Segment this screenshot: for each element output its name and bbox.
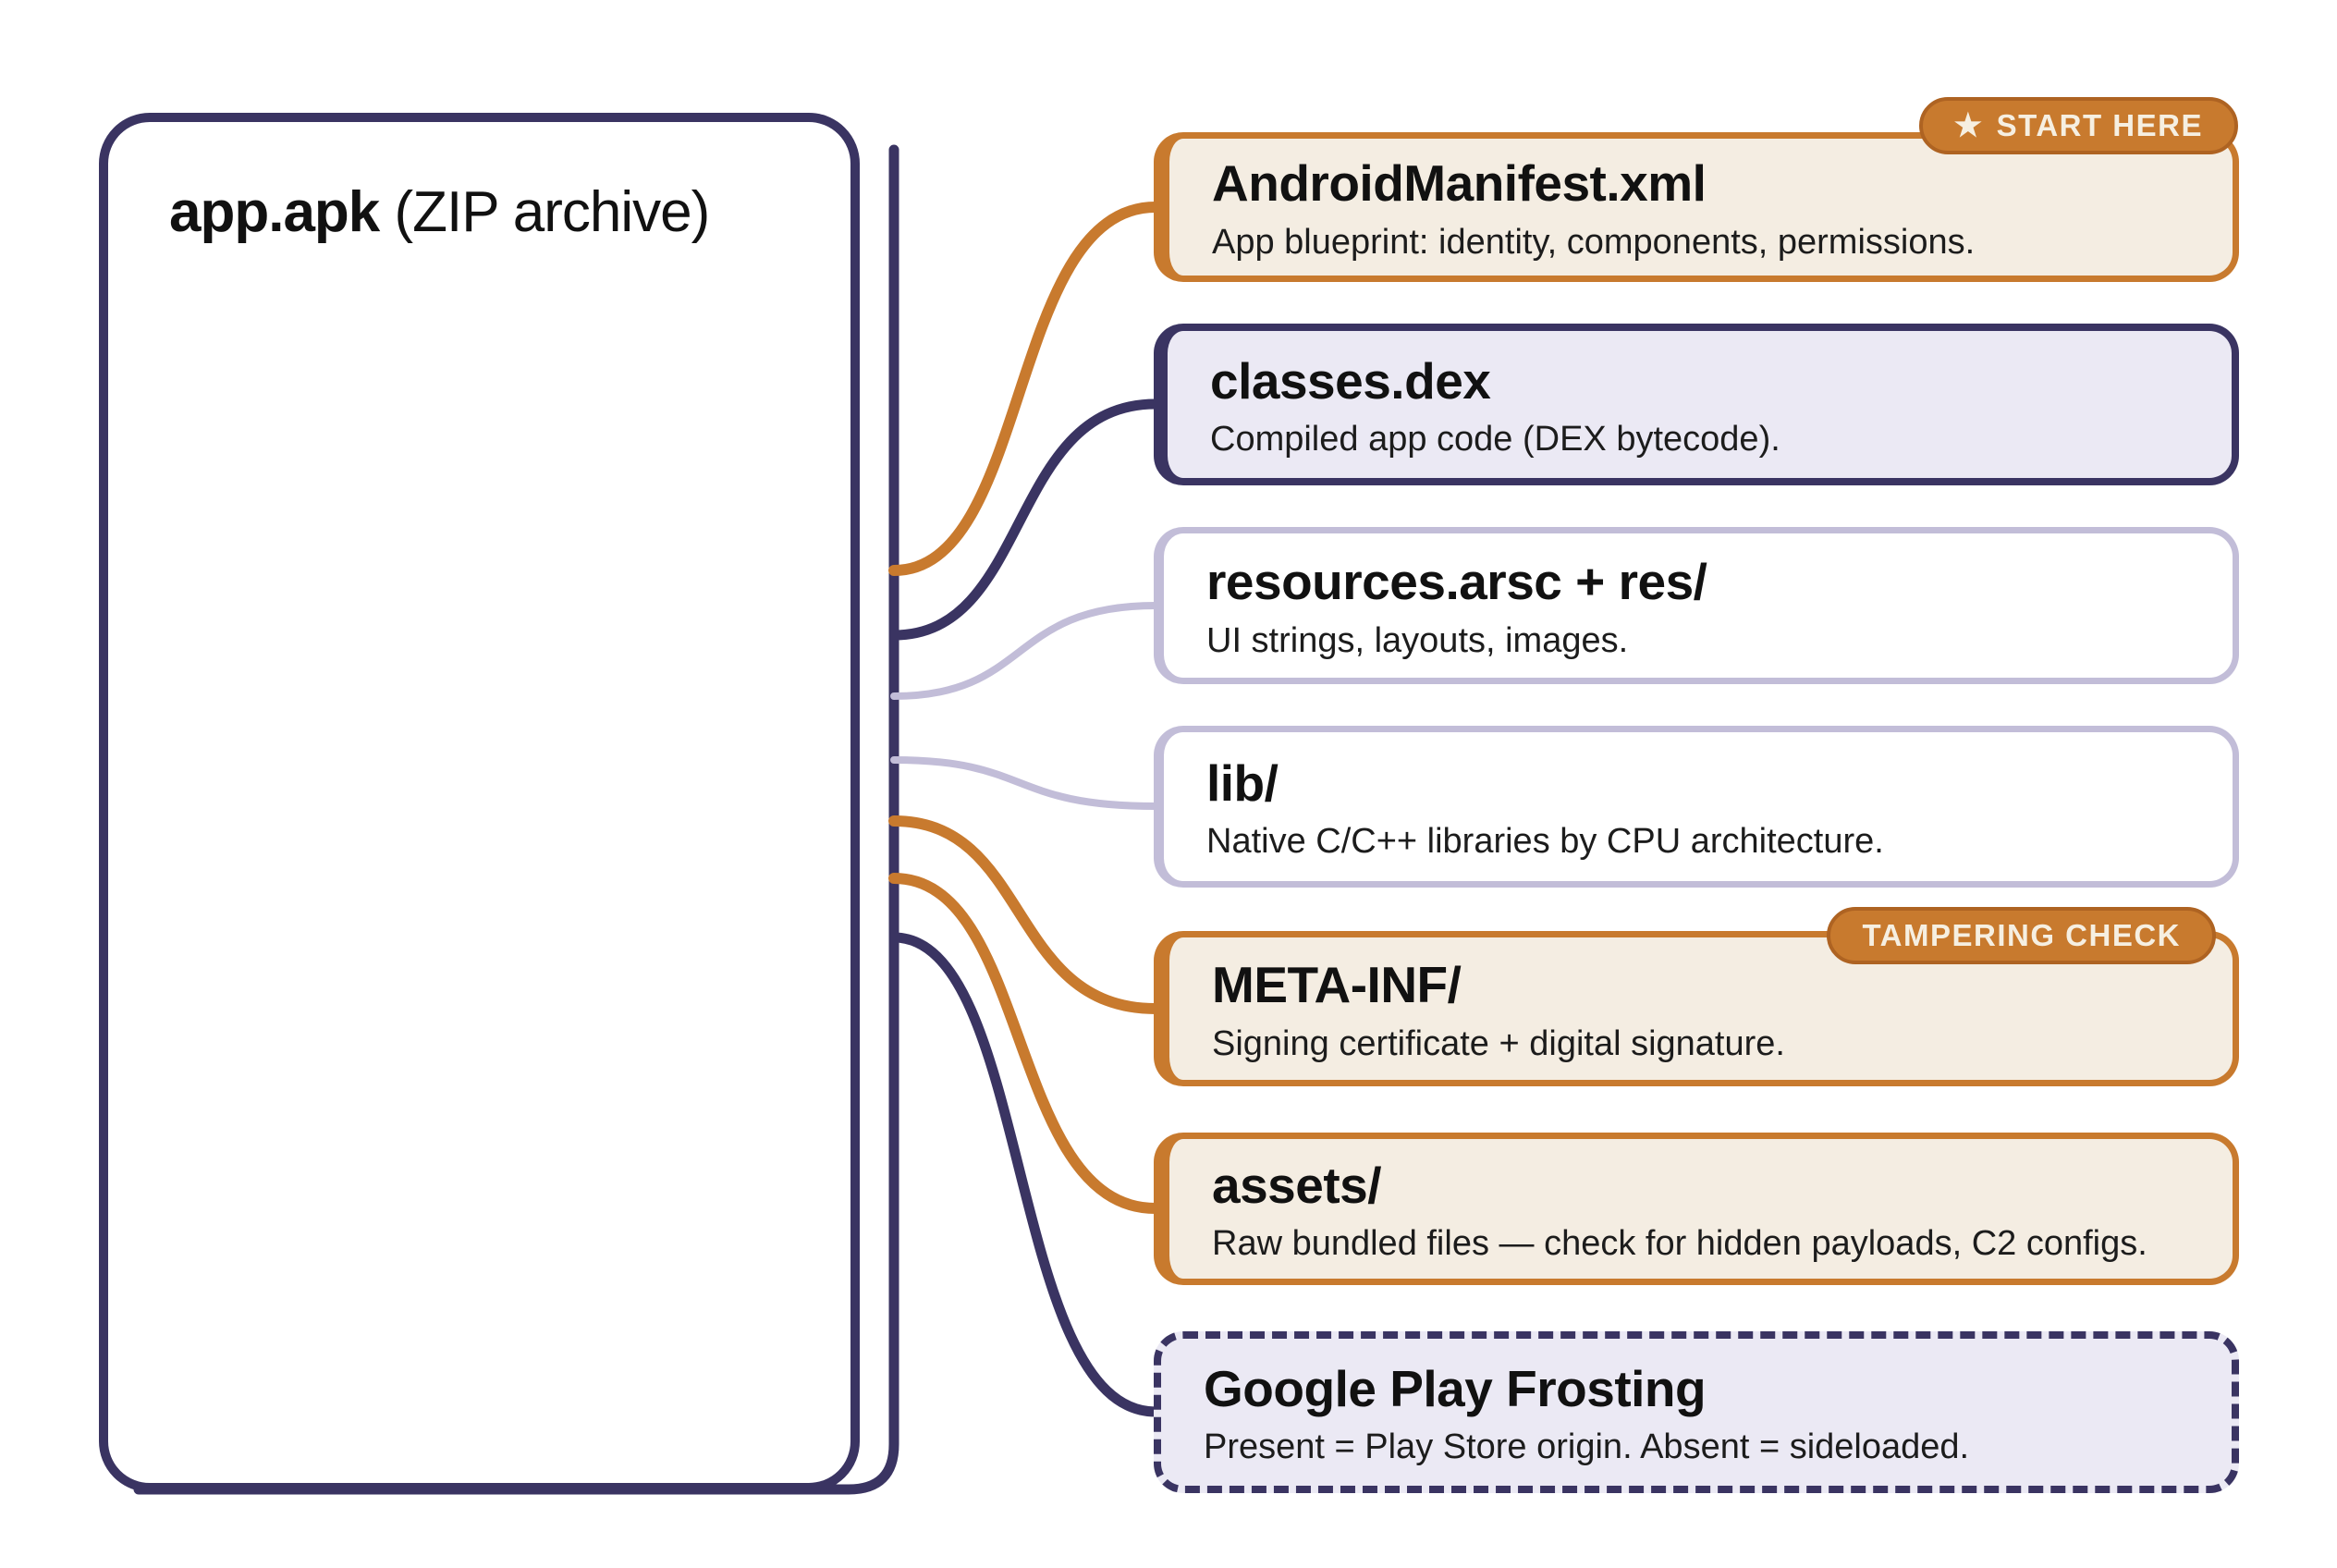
node-lib: lib/ Native C/C++ libraries by CPU archi… (1154, 726, 2239, 888)
node-description: Signing certificate + digital signature. (1212, 1023, 1785, 1063)
node-classes-dex: classes.dex Compiled app code (DEX bytec… (1154, 324, 2239, 485)
connector-resources (890, 602, 1159, 700)
badge-tampering-check-label: TAMPERING CHECK (1862, 918, 2181, 952)
apk-archive-box: app.apk (ZIP archive) (99, 113, 860, 1492)
node-resources: resources.arsc + res/ UI strings, layout… (1154, 527, 2239, 684)
node-description: App blueprint: identity, components, per… (1212, 222, 1976, 262)
node-description: Present = Play Store origin. Absent = si… (1204, 1427, 1970, 1467)
node-meta-inf: TAMPERING CHECK META-INF/ Signing certif… (1154, 907, 2239, 1086)
node-assets: assets/ Raw bundled files — check for hi… (1154, 1133, 2239, 1285)
connector-assets (888, 873, 1161, 1214)
node-title: resources.arsc + res/ (1206, 553, 1707, 611)
node-title: AndroidManifest.xml (1212, 154, 1707, 213)
node-description: Raw bundled files — check for hidden pay… (1212, 1224, 2147, 1264)
node-title: META-INF/ (1212, 956, 1462, 1014)
star-icon: ★ (1953, 108, 1984, 143)
node-title: assets/ (1212, 1156, 1382, 1214)
node-title: classes.dex (1210, 351, 1491, 410)
node-description: Native C/C++ libraries by CPU architectu… (1206, 822, 1884, 862)
node-google-play-frosting: Google Play Frosting Present = Play Stor… (1154, 1331, 2239, 1493)
apk-archive-title: app.apk (ZIP archive) (169, 179, 850, 245)
node-description: Compiled app code (DEX bytecode). (1210, 420, 1780, 459)
badge-tampering-check: TAMPERING CHECK (1827, 907, 2216, 964)
apk-filename: app.apk (169, 180, 380, 244)
node-androidmanifest: ★ START HERE AndroidManifest.xml App blu… (1154, 97, 2239, 282)
node-title: lib/ (1206, 753, 1279, 812)
connector-lib (890, 756, 1159, 810)
badge-start-here: ★ START HERE (1918, 97, 2238, 154)
badge-start-here-label: START HERE (1996, 108, 2203, 142)
node-description: UI strings, layouts, images. (1206, 620, 1629, 660)
node-title: Google Play Frosting (1204, 1359, 1707, 1417)
spine-line (133, 144, 899, 1495)
connector-meta-inf (888, 815, 1161, 1014)
connector-androidmanifest (888, 202, 1161, 576)
connector-frosting (888, 932, 1161, 1417)
connector-classes-dex (888, 398, 1161, 641)
apk-type-label: (ZIP archive) (394, 180, 711, 244)
